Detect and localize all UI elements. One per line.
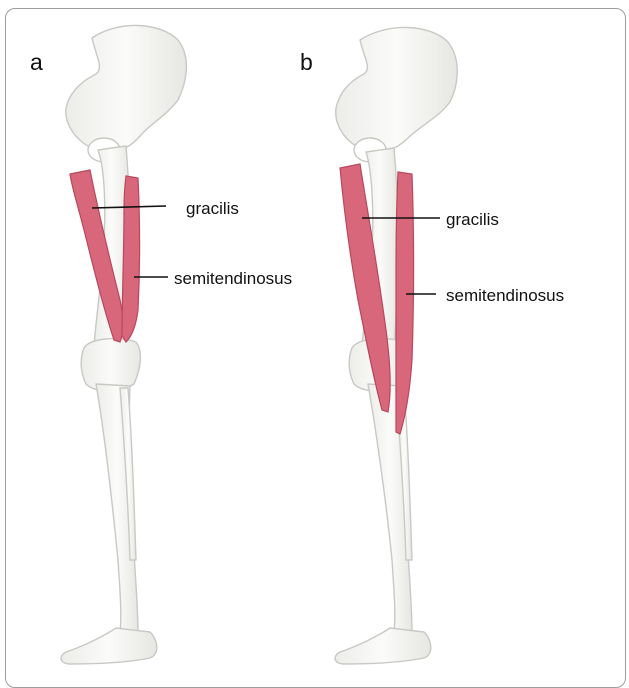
- panel-b: b gracilis semitendinosus: [300, 27, 564, 664]
- panel-a-gracilis-label: gracilis: [186, 199, 239, 218]
- panel-a-semitendinosus-muscle: [122, 176, 140, 342]
- panel-b-semitendinosus-muscle: [396, 172, 414, 434]
- panel-b-letter: b: [300, 49, 313, 75]
- foot: [61, 628, 157, 664]
- panel-a: a gracilis semitendinosus: [30, 25, 292, 664]
- panel-a-skeleton: [61, 25, 186, 664]
- panel-a-semitendinosus-label: semitendinosus: [174, 269, 292, 288]
- pelvis: [336, 27, 458, 152]
- panel-b-semitendinosus-label: semitendinosus: [446, 286, 564, 305]
- panel-b-gracilis-label: gracilis: [446, 210, 499, 229]
- foot: [335, 628, 431, 664]
- knee: [81, 339, 140, 391]
- panel-a-gracilis-leader: [92, 206, 166, 208]
- panel-a-letter: a: [30, 49, 43, 75]
- pelvis: [66, 25, 187, 152]
